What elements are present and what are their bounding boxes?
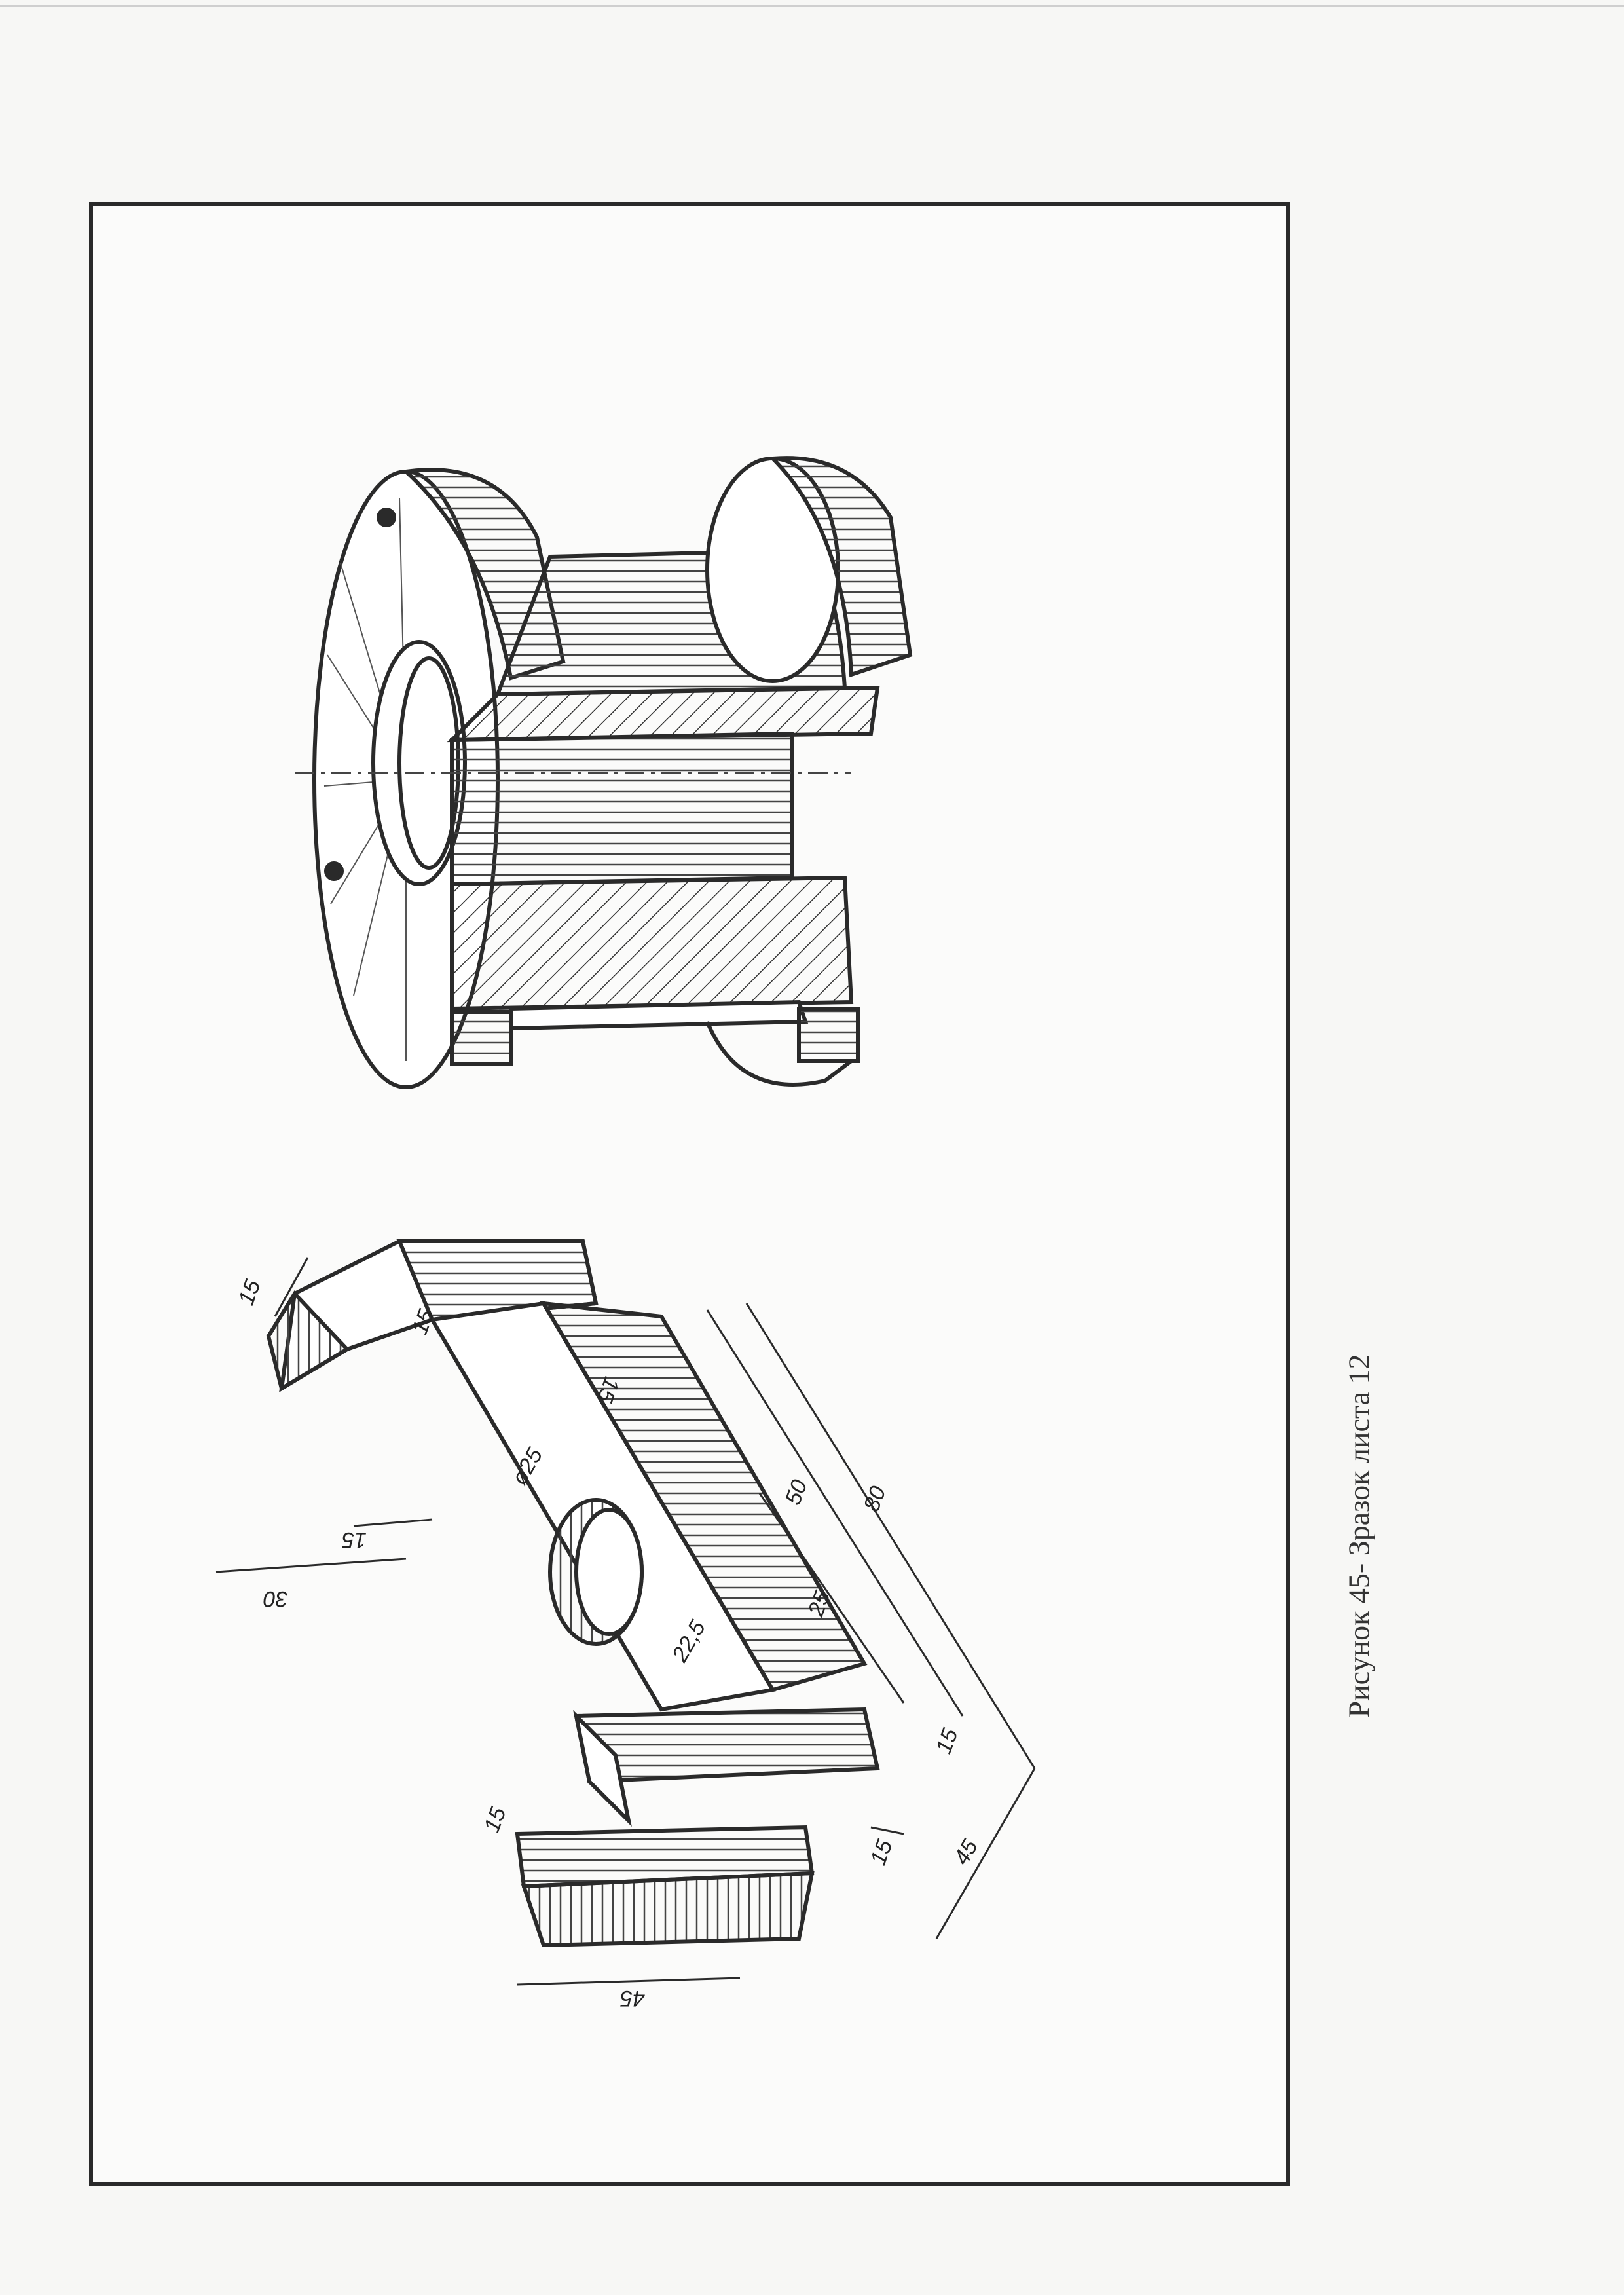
- scan-edge: [0, 5, 1624, 7]
- dim-30: 30: [263, 1586, 288, 1611]
- dim-15-base: 15: [342, 1527, 367, 1552]
- dim-15-top: 15: [234, 1277, 266, 1309]
- section-wall-top: [447, 685, 880, 743]
- dim-45-right: 45: [949, 1835, 983, 1869]
- dim-50: 50: [781, 1476, 813, 1508]
- bracket-view: [266, 1239, 880, 1948]
- dim-15-tab-left: 15: [479, 1804, 511, 1836]
- figure-caption: Рисунок 45- Зразок листа 12: [1342, 1354, 1376, 1718]
- bore-interior: [450, 731, 794, 887]
- dimension-lines: [215, 1257, 1036, 1986]
- bottom-groove: [509, 999, 809, 1031]
- dim-15-tab: 15: [866, 1837, 898, 1869]
- right-flange-rim: [768, 456, 913, 678]
- dim-15-lug: 15: [931, 1725, 963, 1757]
- section-wall-bottom: [450, 875, 854, 1011]
- spool-section-view: [295, 456, 913, 1089]
- lower-block: [574, 1707, 880, 1784]
- dim-80: 80: [859, 1483, 891, 1515]
- dim-45-bottom: 45: [620, 1986, 645, 2011]
